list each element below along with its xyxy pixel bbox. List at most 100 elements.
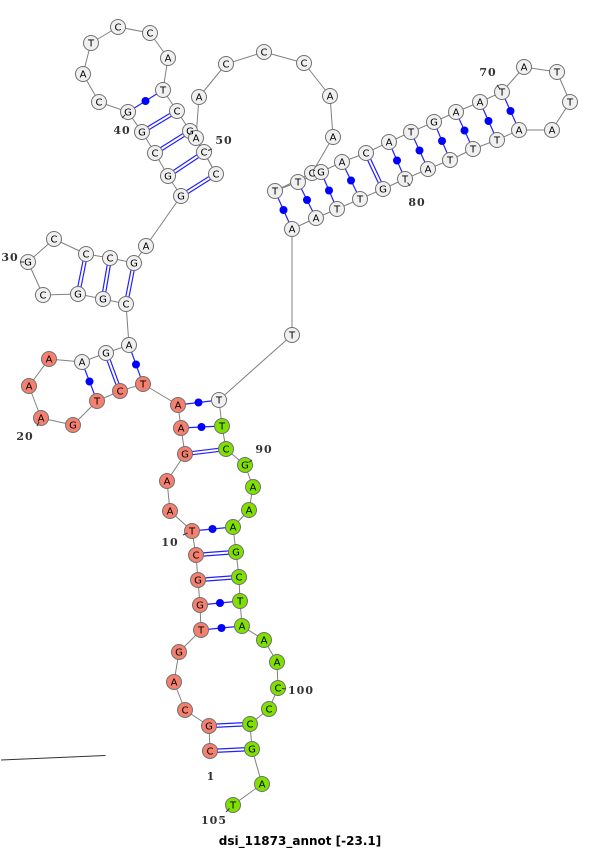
nucleotide-58	[325, 129, 341, 145]
label-tick	[36, 421, 40, 427]
nucleotide-9: C	[193, 551, 200, 562]
nucleotide-90	[237, 457, 253, 473]
nucleotide-14	[173, 420, 189, 436]
nucleotide-41: C	[96, 98, 103, 109]
label-text: 20	[16, 430, 33, 443]
nucleotide-50: C	[201, 148, 208, 159]
nucleotide-56	[296, 55, 312, 71]
nucleotide-12	[159, 473, 175, 489]
nucleotide-97	[234, 618, 250, 634]
nucleotide-89	[218, 441, 234, 457]
nucleotide-89: C	[223, 445, 230, 456]
nucleotide-36	[173, 188, 189, 204]
nucleotide-11	[162, 503, 178, 519]
nucleotide-33	[102, 250, 118, 266]
nucleotide-103	[244, 741, 260, 757]
nucleotide-47	[155, 82, 171, 98]
pair-dot	[216, 599, 224, 607]
nucleotide-75	[511, 122, 527, 138]
label-text: 100	[288, 684, 314, 697]
nucleotide-28	[70, 286, 86, 302]
nucleotide-46	[160, 50, 176, 66]
label-tick	[407, 182, 411, 187]
nucleotide-97: A	[239, 622, 246, 633]
nucleotide-44	[110, 19, 126, 35]
nucleotide-88: T	[218, 422, 226, 433]
nucleotide-73	[562, 94, 578, 110]
nucleotide-102: C	[247, 720, 254, 731]
nucleotide-7	[192, 597, 208, 613]
label-text: 40	[113, 124, 130, 137]
nucleotide-42	[75, 66, 91, 82]
nucleotide-105: T	[229, 801, 237, 812]
nucleotide-23	[74, 354, 90, 370]
nucleotide-5: G	[175, 648, 183, 659]
nucleotide-3	[177, 702, 193, 718]
nucleotide-61	[290, 174, 306, 190]
nucleotide-19	[65, 417, 81, 433]
position-label-1: 1	[0, 755, 214, 783]
pair-dot	[141, 97, 150, 105]
nucleotide-96: T	[236, 597, 244, 608]
label-tick	[121, 114, 126, 119]
nucleotide-102	[242, 716, 258, 732]
nucleotide-68	[448, 104, 464, 120]
nucleotide-11: A	[167, 507, 174, 518]
nucleotide-22	[41, 351, 57, 367]
nucleotide-35: A	[143, 242, 150, 253]
nucleotide-83: T	[333, 205, 341, 216]
nucleotide-23: A	[79, 358, 86, 369]
nucleotide-31: C	[51, 235, 58, 246]
backbone-segment	[145, 195, 182, 247]
nucleotide-54: C	[223, 60, 230, 71]
nucleotide-87: T	[215, 396, 223, 407]
nucleotide-76	[489, 132, 505, 148]
nucleotide-72	[549, 64, 565, 80]
position-label-30: 30	[1, 251, 24, 264]
nucleotide-88	[214, 418, 230, 434]
nucleotide-99	[269, 654, 285, 670]
nucleotide-30: G	[24, 258, 32, 269]
nucleotide-19: G	[69, 421, 77, 432]
nucleotide-42: A	[80, 70, 87, 81]
nucleotide-70: T	[498, 88, 506, 99]
nucleotide-6: T	[197, 626, 205, 637]
nucleotide-29: C	[40, 291, 47, 302]
pair-dot	[325, 186, 333, 195]
nucleotide-56: C	[301, 59, 308, 70]
nucleotide-24	[98, 345, 114, 361]
nucleotide-14: A	[178, 424, 185, 435]
nucleotide-13	[177, 446, 193, 462]
label-tick	[281, 688, 287, 690]
nucleotide-32	[78, 246, 94, 262]
nucleotide-16	[135, 376, 151, 392]
label-text: 30	[1, 251, 18, 264]
nucleotide-85: A	[289, 225, 296, 236]
pair-dot	[217, 624, 226, 632]
nucleotide-79	[420, 161, 436, 177]
nucleotide-41	[91, 94, 107, 110]
nucleotide-circles	[20, 19, 578, 813]
nucleotide-66	[403, 124, 419, 140]
nucleotide-74: A	[549, 126, 556, 137]
nucleotide-18	[89, 393, 105, 409]
nucleotide-32: C	[83, 250, 90, 261]
pair-dot	[303, 196, 311, 204]
nucleotide-57: A	[327, 92, 334, 103]
nucleotide-60	[267, 183, 283, 199]
nucleotide-8	[190, 572, 206, 588]
nucleotide-62: G	[317, 168, 325, 179]
nucleotide-82	[352, 191, 368, 207]
nucleotide-103: G	[248, 745, 256, 756]
nucleotide-84: A	[313, 214, 320, 225]
nucleotide-96	[232, 593, 248, 609]
pair-dot	[460, 126, 469, 135]
nucleotide-48: C	[174, 107, 181, 118]
nucleotide-79: A	[425, 165, 432, 176]
nucleotide-27: G	[99, 295, 107, 306]
nucleotide-46: A	[165, 54, 172, 65]
pair-dot	[393, 156, 401, 165]
nucleotide-63	[334, 154, 350, 170]
nucleotide-31	[46, 231, 62, 247]
nucleotide-15	[170, 397, 186, 413]
